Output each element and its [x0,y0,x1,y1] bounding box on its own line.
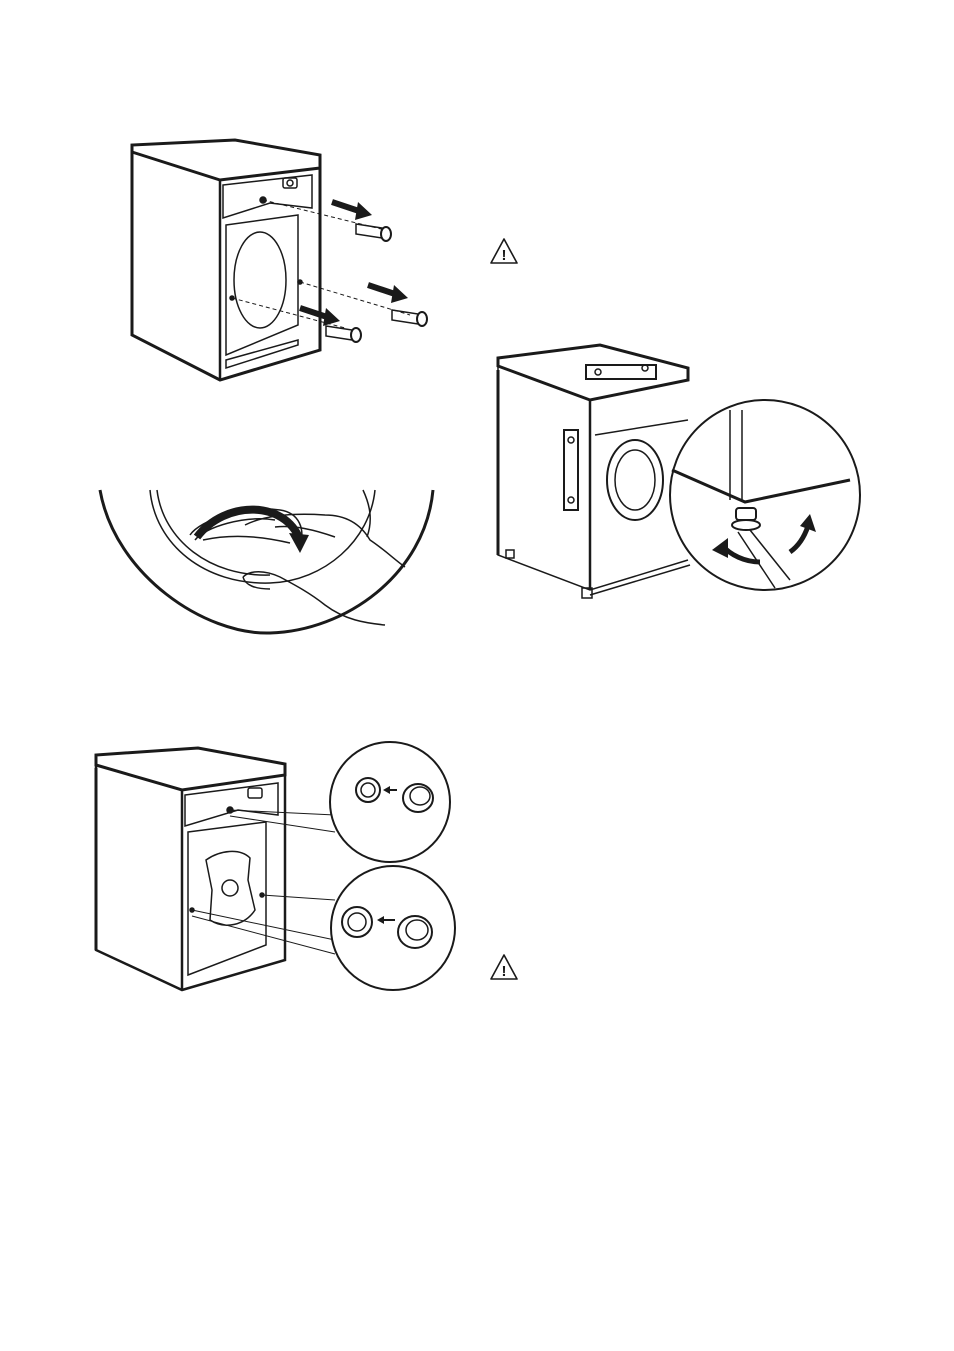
warning-icon: ! [488,236,520,266]
rotate-drum-illustration [95,485,440,640]
transit-bolts-illustration [120,130,440,390]
warning-icon: ! [488,952,520,982]
warning-symbol: ! [502,963,507,980]
level-feet-illustration [490,340,870,605]
plugs-illustration [90,740,460,1005]
warning-symbol: ! [502,247,507,264]
